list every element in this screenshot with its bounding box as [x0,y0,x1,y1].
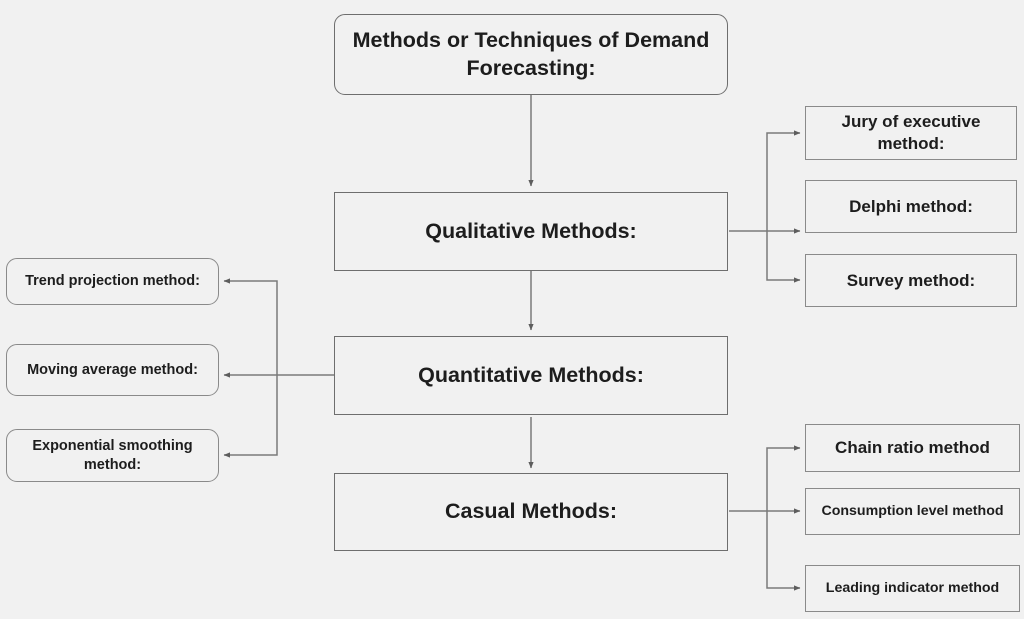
node-trend-projection-method-label: Trend projection method: [25,273,200,290]
node-moving-average-method[interactable]: Moving average method: [6,344,219,396]
node-moving-average-method-label: Moving average method: [27,361,198,378]
node-qualitative-methods-label: Qualitative Methods: [425,218,637,243]
node-root-methods-or-techniques[interactable]: Methods or Techniques of Demand Forecast… [334,14,728,95]
node-root-label: Methods or Techniques of Demand Forecast… [352,27,710,80]
edge-quantitative-to-trend [223,278,278,375]
edge-casual-to-leading-indicator [766,511,801,591]
node-leading-indicator-method-label: Leading indicator method [825,580,1000,597]
node-exponential-smoothing-method[interactable]: Exponential smoothing method: [6,429,219,482]
edge-qualitative-to-survey [766,231,801,283]
node-trend-projection-method[interactable]: Trend projection method: [6,258,219,305]
node-chain-ratio-method-label: Chain ratio method [835,438,990,458]
node-quantitative-methods-label: Quantitative Methods: [418,362,644,387]
edge-casual-to-chain-ratio [766,445,801,511]
node-chain-ratio-method[interactable]: Chain ratio method [805,424,1020,472]
node-delphi-method-label: Delphi method: [849,196,973,216]
node-exponential-smoothing-method-label: Exponential smoothing method: [32,437,193,473]
node-quantitative-methods[interactable]: Quantitative Methods: [334,336,728,415]
node-jury-of-executive-method-label: Jury of executive method: [841,112,981,153]
edge-qualitative-to-jury [766,130,801,231]
edge-quantitative-to-exponential [223,375,278,458]
node-survey-method-label: Survey method: [846,270,976,290]
node-survey-method[interactable]: Survey method: [805,254,1017,307]
node-delphi-method[interactable]: Delphi method: [805,180,1017,233]
node-casual-methods[interactable]: Casual Methods: [334,473,728,551]
node-consumption-level-method-label: Consumption level method [821,503,1004,520]
node-qualitative-methods[interactable]: Qualitative Methods: [334,192,728,271]
node-jury-of-executive-method[interactable]: Jury of executive method: [805,106,1017,160]
node-consumption-level-method[interactable]: Consumption level method [805,488,1020,535]
node-casual-methods-label: Casual Methods: [444,499,618,524]
node-leading-indicator-method[interactable]: Leading indicator method [805,565,1020,612]
